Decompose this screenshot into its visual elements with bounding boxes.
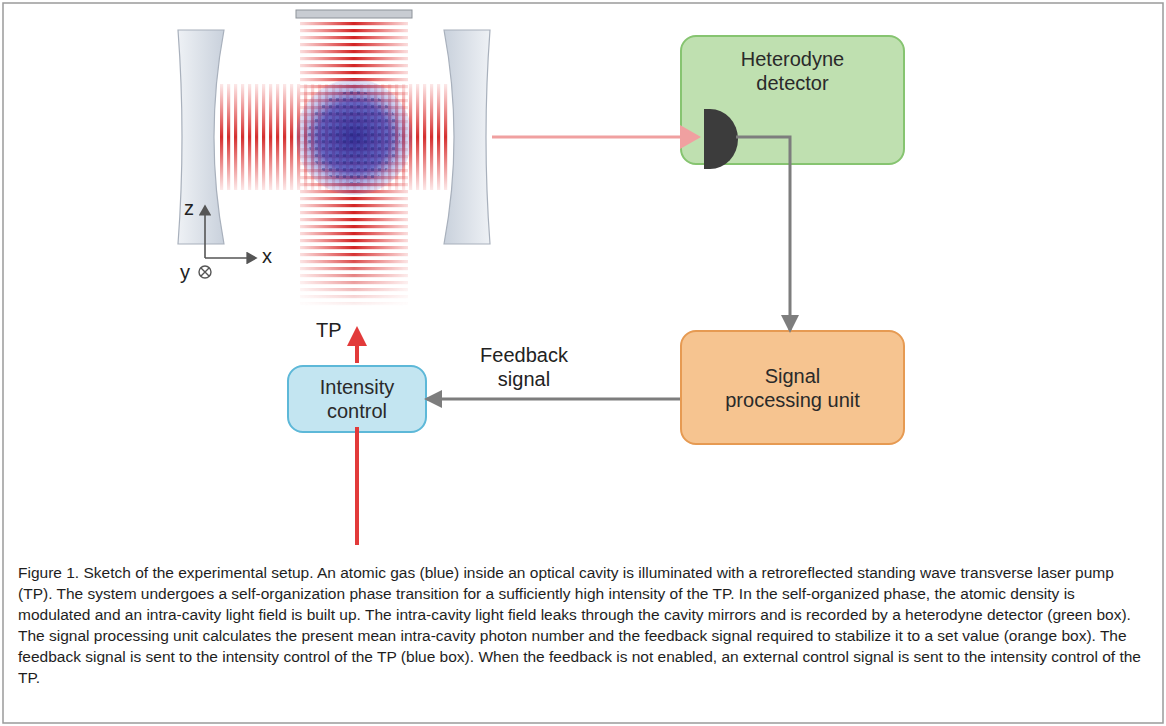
axis-label: y — [180, 260, 190, 284]
leaked-light-beam — [492, 136, 698, 139]
wave-stripe — [300, 295, 408, 298]
cavity-mirror-left — [178, 30, 224, 244]
box-title: Intensity control — [302, 375, 412, 423]
wave-stripe — [300, 288, 408, 291]
wave-stripe — [300, 239, 408, 242]
wave-stripe — [300, 232, 408, 235]
wave-stripe — [300, 50, 408, 53]
pump-beam-out — [355, 330, 359, 363]
detector-box: Heterodyne detector — [680, 35, 905, 165]
wave-stripe — [262, 84, 265, 190]
wave-stripe — [269, 84, 272, 190]
atom-lattice — [308, 91, 400, 183]
box-title: Heterodyne detector — [718, 47, 868, 95]
wave-stripe — [300, 71, 408, 74]
cavity-standing-wave — [220, 84, 447, 190]
wave-stripe — [423, 84, 426, 190]
control-box: Intensity control — [287, 365, 427, 433]
axis-label: x — [262, 244, 272, 268]
wave-stripe — [300, 218, 408, 221]
wave-stripe — [300, 246, 408, 249]
wave-stripe — [300, 281, 408, 284]
wave-stripe — [300, 267, 408, 270]
retro-mirror — [296, 10, 412, 18]
wave-stripe — [300, 260, 408, 263]
wave-stripe — [300, 57, 408, 60]
y-axis-into-page — [199, 266, 211, 278]
wave-stripe — [241, 84, 244, 190]
y-axis-cross — [201, 268, 209, 276]
wave-stripe — [283, 84, 286, 190]
wave-stripe — [416, 84, 419, 190]
atomic-gas — [296, 79, 412, 195]
wave-stripe — [300, 302, 408, 305]
signal-connector — [427, 398, 680, 401]
wave-stripe — [300, 22, 408, 25]
wave-stripe — [300, 29, 408, 32]
detector-symbol — [700, 107, 740, 171]
wave-stripe — [300, 64, 408, 67]
connector-label: Feedback signal — [471, 343, 577, 391]
box-title: Signal processing unit — [718, 364, 868, 412]
wave-stripe — [430, 84, 433, 190]
wave-stripe — [300, 197, 408, 200]
processing-box: Signal processing unit — [680, 330, 905, 445]
wave-stripe — [227, 84, 230, 190]
cavity-mirror-right — [444, 30, 490, 244]
wave-stripe — [300, 204, 408, 207]
signal-connector — [736, 137, 790, 330]
wave-stripe — [444, 84, 447, 190]
wave-stripe — [300, 274, 408, 277]
wave-stripe — [220, 84, 223, 190]
pump-label: TP — [316, 318, 342, 342]
pump-beam-in — [355, 427, 359, 545]
wave-stripe — [300, 225, 408, 228]
z-axis — [204, 206, 206, 258]
wave-stripe — [300, 211, 408, 214]
wave-stripe — [255, 84, 258, 190]
figure-caption: Figure 1. Sketch of the experimental set… — [18, 562, 1148, 688]
wave-stripe — [300, 36, 408, 39]
x-axis — [205, 257, 256, 259]
wave-stripe — [300, 253, 408, 256]
wave-stripe — [276, 84, 279, 190]
wave-stripe — [300, 43, 408, 46]
wave-stripe — [290, 84, 293, 190]
photodiode — [704, 109, 738, 169]
wave-stripe — [234, 84, 237, 190]
wave-stripe — [437, 84, 440, 190]
axis-label: z — [184, 196, 194, 220]
frame-border — [3, 3, 1163, 723]
wave-stripe — [248, 84, 251, 190]
